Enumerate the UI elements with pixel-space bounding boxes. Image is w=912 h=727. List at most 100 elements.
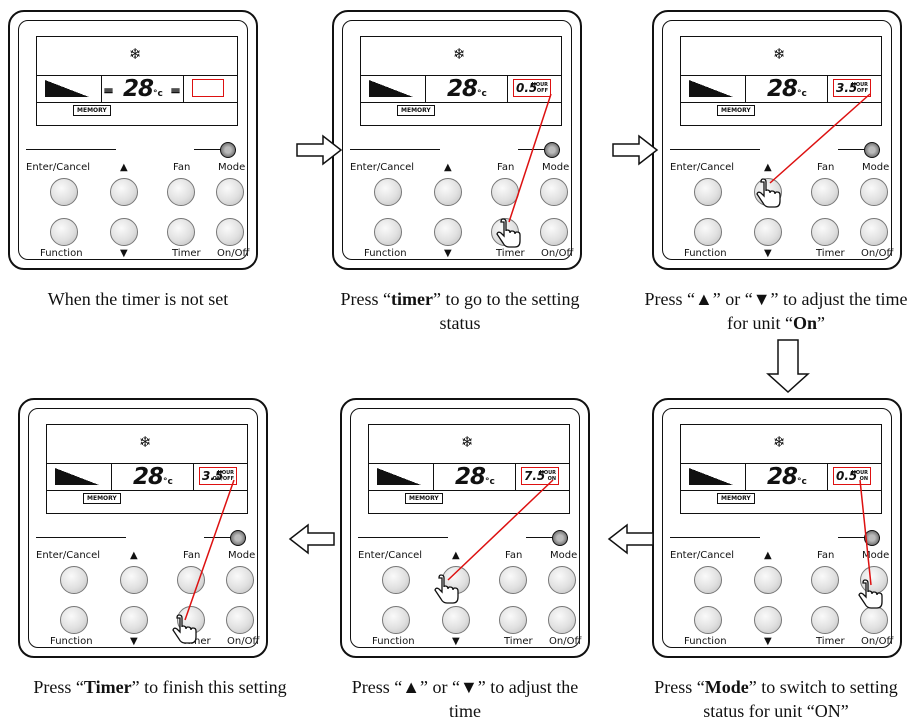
timer-hour-label: HOUR [851,82,868,88]
display-divider [745,76,746,102]
function-button[interactable] [60,606,88,634]
up-button[interactable] [442,566,470,594]
down-button[interactable] [754,218,782,246]
function-button[interactable] [382,606,410,634]
mode-label: Mode [542,162,570,173]
fan-button[interactable] [811,178,839,206]
temperature-unit: °c [485,477,495,487]
display-divider [111,464,112,490]
caption-text: Press “ [33,677,84,697]
on-off-label: On/Off [217,248,250,259]
on-off-label: On/Off [227,636,260,647]
down-button[interactable] [434,218,462,246]
timer-button[interactable] [491,218,519,246]
timer-hour-label: HOUR [851,470,868,476]
caption-text: ” [817,313,825,333]
temperature-readout: 28°c [123,76,163,107]
timer-button[interactable] [167,218,195,246]
fan-button[interactable] [811,566,839,594]
up-label: ▲ [764,162,772,173]
function-button[interactable] [694,218,722,246]
on-off-button[interactable] [860,218,888,246]
enter-cancel-button[interactable] [382,566,410,594]
fan-speed-icon [55,468,99,485]
temperature-readout: 28°c [455,464,495,495]
enter-cancel-button[interactable] [60,566,88,594]
down-button[interactable] [120,606,148,634]
up-button[interactable] [754,178,782,206]
fan-speed-icon [689,468,733,485]
up-button[interactable] [110,178,138,206]
temperature-readout: 28°c [767,76,807,107]
enter-cancel-button[interactable] [374,178,402,206]
mode-label: Mode [862,162,890,173]
caption-text: ” to go to the setting status [432,289,580,333]
sensor-knob [864,142,880,158]
function-button[interactable] [694,606,722,634]
timer-label: Timer [816,636,845,647]
timer-button[interactable] [811,218,839,246]
timer-value: 3.5 [836,81,858,95]
sensor-knob [230,530,246,546]
caption-text: ” to finish this setting [131,677,287,697]
panel-inner [662,20,892,260]
display-band: 𝍢 28°c 𝍢 [37,75,237,103]
on-off-button[interactable] [226,606,254,634]
caption-text: ” to switch to setting status for unit “… [703,677,898,721]
down-button[interactable] [754,606,782,634]
panel-inner [350,408,580,648]
mode-button[interactable] [860,566,888,594]
timer-button[interactable] [811,606,839,634]
enter-cancel-button[interactable] [50,178,78,206]
mode-button[interactable] [548,566,576,594]
up-button[interactable] [120,566,148,594]
up-button[interactable] [754,566,782,594]
mode-button[interactable] [540,178,568,206]
down-button[interactable] [110,218,138,246]
on-off-label: On/Off [541,248,574,259]
enter-cancel-button[interactable] [694,566,722,594]
display-divider [183,76,184,102]
timer-suffix: ON/OFF [212,476,234,482]
panel-inner [28,408,258,648]
lcd-display: ❄ 𝍢 28°c 𝍢 MEMORY [36,36,238,126]
step-caption: Press “▲” or “▼” to adjust the time [340,675,590,723]
arrow-left-icon [607,523,654,555]
mode-button[interactable] [216,178,244,206]
timer-button[interactable] [177,606,205,634]
on-off-button[interactable] [860,606,888,634]
timer-button[interactable] [499,606,527,634]
fan-button[interactable] [491,178,519,206]
fan-label: Fan [183,550,201,561]
caption-emphasis: Mode [704,677,749,697]
timer-label: Timer [504,636,533,647]
mode-button[interactable] [226,566,254,594]
on-off-button[interactable] [548,606,576,634]
on-off-label: On/Off [861,248,894,259]
fan-button[interactable] [177,566,205,594]
arrow-down-icon [766,339,810,394]
up-button[interactable] [434,178,462,206]
on-off-button[interactable] [216,218,244,246]
mode-button[interactable] [860,178,888,206]
on-off-button[interactable] [540,218,568,246]
up-label: ▲ [764,550,772,561]
down-button[interactable] [442,606,470,634]
fan-button[interactable] [499,566,527,594]
sensor-knob [544,142,560,158]
mode-label: Mode [218,162,246,173]
enter-cancel-button[interactable] [694,178,722,206]
down-label: ▼ [452,636,460,647]
function-button[interactable] [374,218,402,246]
caption-text: Press “▲” or “▼” to adjust the time [351,677,579,721]
on-off-label: On/Off [861,636,894,647]
fan-button[interactable] [167,178,195,206]
function-button[interactable] [50,218,78,246]
